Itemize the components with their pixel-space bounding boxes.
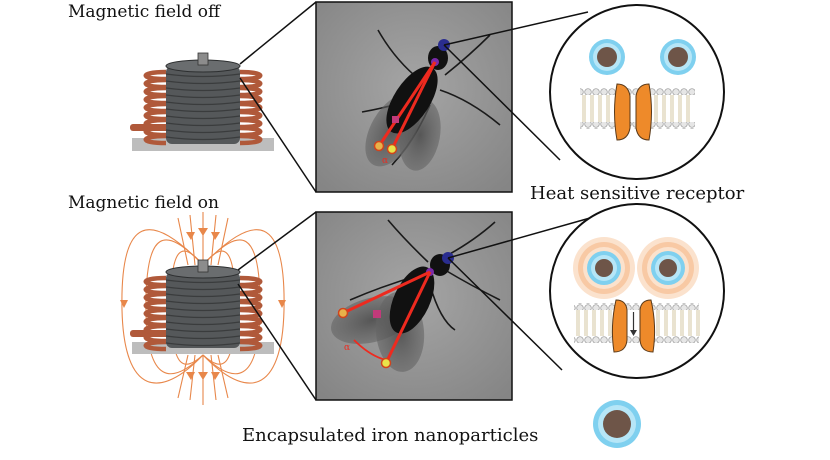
coil-ring — [165, 94, 241, 99]
coil-ring — [165, 136, 241, 141]
zoom-lines-photo — [443, 11, 591, 371]
coil-ring — [165, 101, 241, 106]
coil-ring — [165, 293, 241, 298]
coil-winding — [143, 339, 263, 352]
coil-ring — [165, 300, 241, 305]
coil-ring — [165, 286, 241, 291]
coil-icon-off — [130, 52, 274, 151]
membrane-icon-top — [549, 4, 725, 180]
label-heat-receptor: Heat sensitive receptor — [530, 183, 745, 204]
coil-ring — [165, 279, 241, 284]
coil-ring — [165, 73, 241, 78]
label-field-off: Magnetic field off — [68, 2, 221, 22]
coil-ring — [165, 314, 241, 319]
tracking-lines-top — [377, 61, 437, 150]
coil-ring — [165, 122, 241, 127]
coil-ring — [165, 321, 241, 326]
coil-ring — [165, 307, 241, 312]
zoom-lines-coil — [237, 1, 317, 401]
heated-nanoparticle-icon — [573, 237, 635, 299]
coil-ring — [165, 129, 241, 134]
coil-ring — [165, 80, 241, 85]
coil-ring — [165, 328, 241, 333]
nanoparticle-icon-legend — [593, 400, 641, 448]
angle-label-bottom: α — [344, 343, 350, 353]
nanoparticle-icon — [589, 39, 625, 75]
coil-winding — [143, 133, 263, 146]
fly-photo-top: α — [316, 2, 512, 192]
coil-icon-on — [130, 259, 274, 354]
coil-ring — [165, 335, 241, 340]
coil-ring — [165, 342, 241, 347]
coil-ring — [165, 115, 241, 120]
coil-ring — [165, 87, 241, 92]
fly-photo-bottom: α — [316, 212, 512, 400]
coil-ring — [165, 108, 241, 113]
tracking-lines-bottom — [342, 270, 432, 364]
nanoparticle-icon — [660, 39, 696, 75]
field-arrows — [120, 228, 286, 380]
angle-label-top: α — [382, 156, 388, 166]
heated-nanoparticle-icon — [637, 237, 699, 299]
label-nanoparticles: Encapsulated iron nanoparticles — [242, 425, 539, 446]
label-field-on: Magnetic field on — [68, 193, 219, 213]
membrane-icon-bottom — [549, 203, 725, 379]
